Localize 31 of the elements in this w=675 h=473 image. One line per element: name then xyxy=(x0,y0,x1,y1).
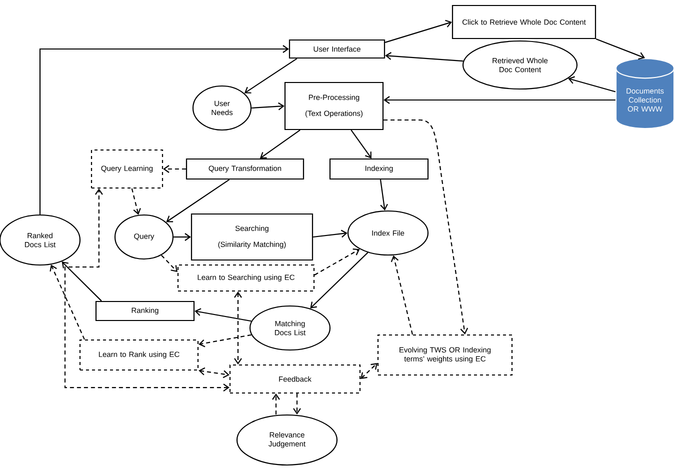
arrow xyxy=(252,102,284,110)
arrow xyxy=(244,58,298,94)
arrow xyxy=(161,254,178,272)
arrow xyxy=(62,262,102,302)
arrow xyxy=(312,230,348,238)
arrow xyxy=(64,188,230,392)
arrow xyxy=(390,255,413,335)
arrow xyxy=(385,52,464,62)
arrow xyxy=(163,165,186,173)
arrow xyxy=(131,188,141,215)
arrow xyxy=(234,292,242,364)
arrow xyxy=(350,130,372,158)
arrow xyxy=(198,334,252,348)
arrow xyxy=(384,119,468,334)
arrow xyxy=(272,394,280,414)
arrow xyxy=(380,179,388,210)
arrow xyxy=(39,45,289,214)
arrow xyxy=(360,363,378,379)
arrow xyxy=(194,308,252,322)
arrow xyxy=(596,38,645,60)
arrow xyxy=(166,179,230,222)
arrow xyxy=(174,233,191,241)
arrow xyxy=(384,96,616,104)
arrow xyxy=(260,130,300,158)
arrow xyxy=(50,264,85,340)
arrow xyxy=(198,367,230,378)
arrow xyxy=(384,20,452,43)
arrow xyxy=(568,76,616,92)
arrow xyxy=(310,252,368,308)
arrow xyxy=(314,248,360,276)
arrow xyxy=(293,394,301,414)
